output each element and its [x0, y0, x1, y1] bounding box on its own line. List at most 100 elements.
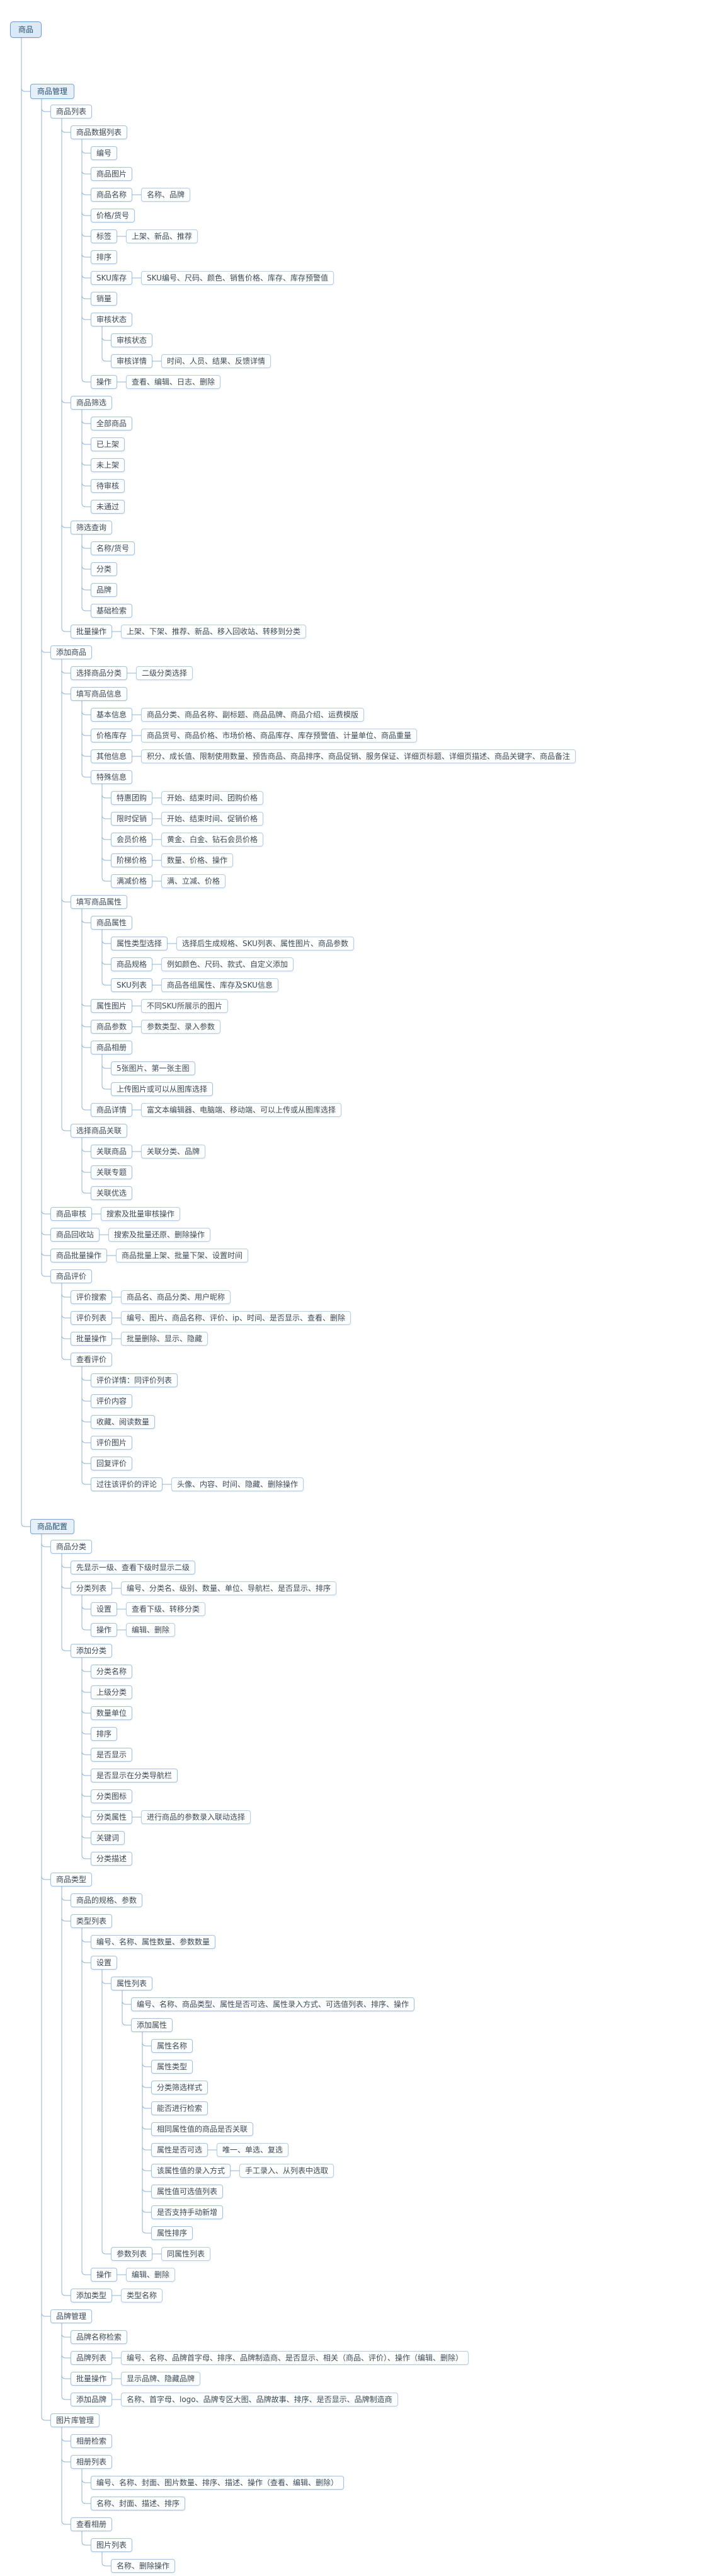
mindmap-detail-node[interactable]: 选择后生成规格、SKU列表、属性图片、商品参数 [176, 937, 354, 950]
mindmap-node[interactable]: 相册检索 [71, 2434, 113, 2448]
mindmap-node[interactable]: 待审核 [91, 479, 125, 493]
mindmap-node[interactable]: 属性名称 [151, 2039, 193, 2053]
mindmap-node[interactable]: 满减价格 [111, 874, 153, 888]
mindmap-node[interactable]: 填写商品属性 [71, 895, 128, 909]
mindmap-node[interactable]: 参数列表 [111, 2247, 153, 2261]
mindmap-detail-node[interactable]: 上架、新品、推荐 [126, 229, 198, 243]
mindmap-detail-node[interactable]: 富文本编辑器、电脑端、移动端、可以上传或从图库选择 [141, 1103, 342, 1117]
mindmap-node[interactable]: 查看相册 [71, 2517, 113, 2531]
mindmap-node[interactable]: 排序 [91, 1727, 118, 1741]
mindmap-detail-node[interactable]: 名称、首字母、logo、品牌专区大图、品牌故事、排序、是否显示、品牌制造商 [121, 2393, 398, 2406]
mindmap-detail-node[interactable]: 同属性列表 [161, 2247, 211, 2261]
mindmap-detail-node[interactable]: 手工录入、从列表中选取 [239, 2164, 334, 2178]
mindmap-node[interactable]: 操作 [91, 1623, 118, 1637]
mindmap-node[interactable]: 图片列表 [91, 2538, 133, 2552]
mindmap-node[interactable]: 添加分类 [71, 1644, 113, 1658]
mindmap-node[interactable]: 商品规格 [111, 957, 153, 971]
mindmap-node[interactable]: 商品审核 [50, 1207, 93, 1221]
mindmap-node[interactable]: 相同属性值的商品是否关联 [151, 2122, 254, 2136]
mindmap-node[interactable]: 商品名称 [91, 188, 133, 202]
mindmap-node[interactable]: 批量操作 [71, 1332, 113, 1346]
mindmap-node[interactable]: 全部商品 [91, 417, 133, 430]
mindmap-node[interactable]: 该属性值的录入方式 [151, 2164, 231, 2178]
mindmap-node[interactable]: 品牌列表 [71, 2351, 113, 2365]
mindmap-node[interactable]: 分类图标 [91, 1789, 133, 1803]
mindmap-node[interactable]: 添加商品 [50, 645, 93, 659]
mindmap-detail-node[interactable]: SKU编号、尺码、颜色、销售价格、库存、库存预警值 [141, 271, 334, 285]
mindmap-node[interactable]: 审核状态 [91, 313, 133, 326]
mindmap-node[interactable]: 回复评价 [91, 1457, 133, 1470]
mindmap-node[interactable]: 选择商品关联 [71, 1124, 128, 1138]
mindmap-detail-node[interactable]: 头像、内容、时间、隐藏、删除操作 [171, 1477, 304, 1491]
mindmap-node[interactable]: 相册列表 [71, 2455, 113, 2469]
mindmap-node[interactable]: 品牌 [91, 583, 118, 597]
mindmap-node[interactable]: 商品图片 [91, 167, 133, 181]
mindmap-node[interactable]: 属性类型 [151, 2060, 193, 2074]
mindmap-node[interactable]: 品牌名称检索 [71, 2330, 128, 2344]
mindmap-detail-node[interactable]: 类型名称 [121, 2289, 163, 2302]
mindmap-node[interactable]: 能否进行检索 [151, 2101, 208, 2115]
mindmap-node[interactable]: 设置 [91, 1956, 118, 1970]
mindmap-node[interactable]: 属性类型选择 [111, 937, 168, 950]
mindmap-node[interactable]: 评价详情：同评价列表 [91, 1373, 178, 1387]
mindmap-detail-node[interactable]: 开始、结束时间、促销价格 [161, 812, 264, 826]
mindmap-node[interactable]: 分类属性 [91, 1810, 133, 1824]
mindmap-node[interactable]: 商品评价 [50, 1269, 93, 1283]
mindmap-node[interactable]: 类型列表 [71, 1914, 113, 1928]
mindmap-node[interactable]: 图片库管理 [50, 2413, 100, 2427]
mindmap-node[interactable]: 价格/货号 [91, 209, 135, 222]
mindmap-detail-node[interactable]: 编号、分类名、级别、数量、单位、导航栏、是否显示、排序 [121, 1581, 337, 1595]
mindmap-node[interactable]: 批量操作 [71, 2372, 113, 2386]
mindmap-detail-node[interactable]: 不同SKU所展示的图片 [141, 999, 228, 1013]
mindmap-node[interactable]: 设置 [91, 1602, 118, 1616]
mindmap-node[interactable]: 标签 [91, 229, 118, 243]
mindmap-node[interactable]: 商品参数 [91, 1020, 133, 1034]
mindmap-detail-node[interactable]: 数量、价格、操作 [161, 853, 234, 867]
mindmap-node[interactable]: 是否支持手动新增 [151, 2205, 224, 2219]
mindmap-node[interactable]: 商品管理 [30, 84, 75, 99]
mindmap-node[interactable]: 商品详情 [91, 1103, 133, 1117]
mindmap-detail-node[interactable]: 搜索及批量还原、删除操作 [108, 1228, 211, 1242]
mindmap-node[interactable]: 收藏、阅读数量 [91, 1415, 156, 1429]
mindmap-detail-node[interactable]: 查看、编辑、日志、删除 [126, 375, 221, 389]
mindmap-node[interactable]: 添加品牌 [71, 2393, 113, 2406]
mindmap-node[interactable]: 阶梯价格 [111, 853, 153, 867]
mindmap-node[interactable]: 评价列表 [71, 1311, 113, 1325]
mindmap-node[interactable]: 名称/货号 [91, 541, 135, 555]
mindmap-detail-node[interactable]: 黄金、白金、钻石会员价格 [161, 833, 264, 846]
mindmap-node[interactable]: 商品回收站 [50, 1228, 100, 1242]
mindmap-node[interactable]: 上传图片或可以从图库选择 [111, 1082, 214, 1096]
mindmap-node[interactable]: 属性值可选值列表 [151, 2185, 224, 2198]
mindmap-node[interactable]: 编号、名称、商品类型、属性是否可选、属性录入方式、可选值列表、排序、操作 [131, 1997, 415, 2011]
mindmap-node[interactable]: SKU库存 [91, 271, 132, 285]
mindmap-node[interactable]: 基础检索 [91, 604, 133, 618]
mindmap-node[interactable]: 是否显示在分类导航栏 [91, 1769, 178, 1782]
mindmap-node[interactable]: 添加类型 [71, 2289, 113, 2302]
mindmap-detail-node[interactable]: 商品名、商品分类、用户昵称 [121, 1290, 231, 1304]
mindmap-node[interactable]: 名称、封面、描述、排序 [91, 2497, 186, 2510]
mindmap-detail-node[interactable]: 例如颜色、尺码、款式、自定义添加 [161, 957, 294, 971]
mindmap-detail-node[interactable]: 商品批量上架、批量下架、设置时间 [116, 1249, 249, 1262]
mindmap-node[interactable]: 添加属性 [131, 2018, 173, 2032]
mindmap-node[interactable]: 特殊信息 [91, 770, 133, 784]
mindmap-detail-node[interactable]: 查看下级、转移分类 [126, 1602, 206, 1616]
mindmap-node[interactable]: 商品筛选 [71, 396, 113, 410]
mindmap-node[interactable]: 查看评价 [71, 1353, 113, 1366]
mindmap-node[interactable]: 未上架 [91, 458, 125, 472]
mindmap-detail-node[interactable]: 搜索及批量审核操作 [101, 1207, 181, 1221]
mindmap-node[interactable]: 特惠团购 [111, 791, 153, 805]
mindmap-detail-node[interactable]: 编辑、删除 [126, 1623, 176, 1637]
mindmap-node[interactable]: 审核详情 [111, 354, 153, 368]
mindmap-node[interactable]: 属性排序 [151, 2226, 193, 2240]
mindmap-node[interactable]: 操作 [91, 2268, 118, 2282]
mindmap-node[interactable]: 排序 [91, 250, 118, 264]
mindmap-node[interactable]: 分类描述 [91, 1852, 133, 1866]
mindmap-detail-node[interactable]: 唯一、单选、复选 [217, 2143, 289, 2157]
mindmap-node[interactable]: 属性列表 [111, 1977, 153, 1990]
mindmap-detail-node[interactable]: 商品分类、商品名称、副标题、商品品牌、商品介绍、运费模版 [141, 708, 365, 722]
mindmap-node[interactable]: 分类 [91, 562, 118, 576]
mindmap-detail-node[interactable]: 上架、下架、推荐、新品、移入回收站、转移到分类 [121, 625, 307, 638]
mindmap-node[interactable]: 分类筛选样式 [151, 2081, 208, 2094]
mindmap-detail-node[interactable]: 时间、人员、结果、反馈详情 [161, 354, 271, 368]
mindmap-node[interactable]: 评价搜索 [71, 1290, 113, 1304]
